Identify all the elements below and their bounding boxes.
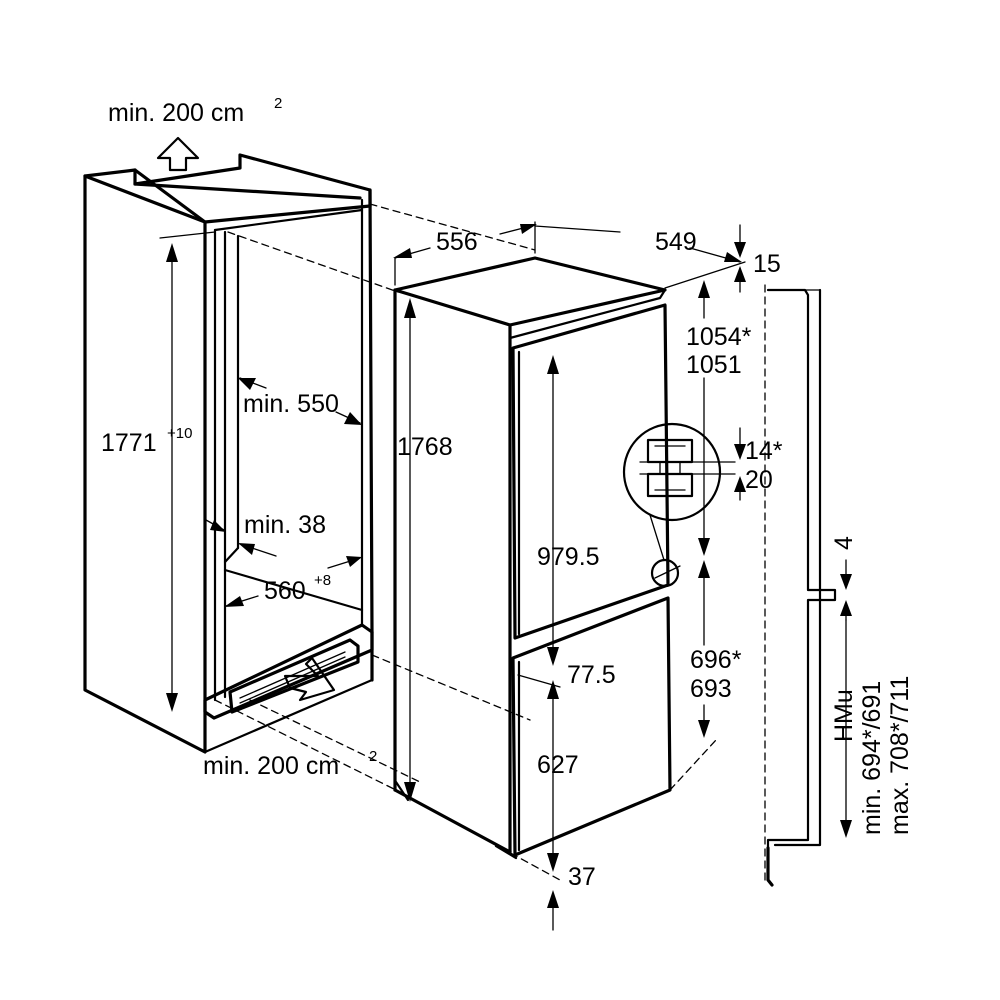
freezer-door-dimension [517, 674, 561, 872]
niche-height-label: 1771 [101, 429, 157, 457]
vent-top-arrow-icon [156, 136, 200, 172]
depth-label: 549 [655, 228, 697, 256]
door-gap-label: 4 [830, 536, 858, 550]
hmu-min-label: min. 694*/691 [858, 681, 886, 835]
depth-dimension [534, 225, 746, 289]
bottom-gap-label: 37 [568, 863, 596, 891]
niche-height-dimension [159, 231, 216, 712]
upper-door-label-1: 1054* [686, 323, 752, 351]
top-gap-dimension [734, 224, 746, 293]
side-gap-dimension [205, 519, 277, 557]
upper-door-height-dimension [698, 280, 710, 556]
lower-door-height-dimension [698, 560, 710, 738]
niche-width-dimension [224, 556, 362, 607]
gap-middle-label: 77.5 [567, 661, 616, 689]
hmu-label: HMu [830, 689, 858, 742]
width-label: 556 [436, 228, 478, 256]
niche-height-label-sup: +10 [167, 425, 192, 442]
hinge-label-1: 14* [745, 437, 783, 465]
upper-door-label-2: 1051 [686, 351, 742, 379]
top-gap-label: 15 [753, 250, 781, 278]
vent-top-label: min. 200 cm [108, 99, 244, 127]
width-dimension [393, 221, 537, 286]
freezer-door-label: 627 [537, 751, 579, 779]
fridge-door-dimension [547, 355, 559, 666]
appliance [393, 256, 717, 881]
bottom-gap-dimension [547, 890, 559, 931]
lower-door-label-2: 693 [690, 675, 732, 703]
lower-door-label-1: 696* [690, 646, 742, 674]
hmu-max-label: max. 708*/711 [886, 676, 914, 835]
projection-lines [214, 203, 536, 793]
niche-width-label-sup: +8 [314, 572, 331, 589]
side-gap-label: min. 38 [244, 511, 326, 539]
side-profile [764, 284, 852, 887]
niche-depth-dimension [238, 377, 362, 425]
height-dimension [404, 298, 416, 802]
niche-depth-label: min. 550 [243, 390, 339, 418]
fridge-door-label: 979.5 [537, 543, 600, 571]
vent-top-label-sup: 2 [274, 95, 282, 112]
niche-width-label: 560 [264, 577, 306, 605]
niche-cabinet [83, 153, 374, 754]
hinge-label-2: 20 [745, 466, 773, 494]
height-label: 1768 [397, 433, 453, 461]
vent-bottom-label-sup: 2 [369, 748, 377, 765]
hinge-detail [622, 422, 746, 588]
vent-bottom-label: min. 200 cm [203, 752, 339, 780]
vent-bottom-arrow-icon [283, 656, 336, 702]
